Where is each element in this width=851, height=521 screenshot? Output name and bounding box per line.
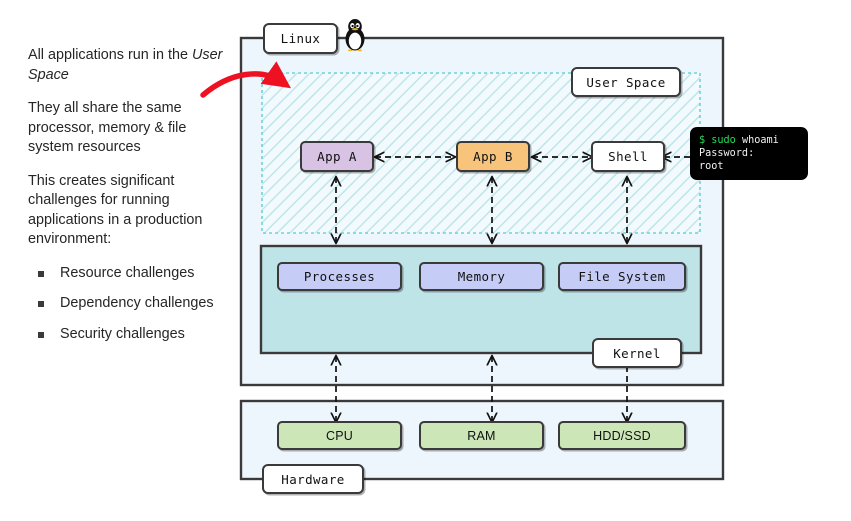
list-item-label: Dependency challenges [60,295,214,311]
label-hardware-text: Hardware [281,471,345,487]
node-ram-label: RAM [467,428,496,443]
label-hardware: Hardware [262,464,364,494]
square-bullet-icon [38,301,44,307]
tux-penguin-icon [345,19,365,52]
paragraph-shared-resources: They all share the same processor, memor… [28,100,187,155]
paragraph-1-prefix: All applications run in the [28,47,192,63]
node-memory[interactable]: Memory [419,262,544,291]
label-kernel: Kernel [592,338,682,368]
label-linux-text: Linux [280,31,321,46]
label-user-space: User Space [571,67,681,97]
node-file-system[interactable]: File System [558,262,686,291]
terminal-line-output: root [699,161,724,172]
node-file-system-label: File System [578,269,666,284]
node-app-b-label: App B [473,149,513,164]
terminal-line-password: Password: [699,148,755,159]
node-shell-label: Shell [608,149,648,164]
label-user-space-text: User Space [586,74,666,90]
node-hdd-ssd[interactable]: HDD/SSD [558,421,686,450]
node-processes[interactable]: Processes [277,262,402,291]
terminal-line-command: $ sudo whoami [699,134,799,147]
list-item: Resource challenges [28,264,224,284]
node-memory-label: Memory [457,269,506,284]
node-ram[interactable]: RAM [419,421,544,450]
square-bullet-icon [38,270,44,277]
node-app-b[interactable]: App B [456,141,530,172]
square-bullet-icon [38,331,44,338]
paragraph-1-emphasis: User Space [28,47,223,83]
list-item-label: Resource challenges [60,264,195,281]
node-cpu-label: CPU [326,428,353,443]
node-app-a-label: App A [317,149,357,164]
node-processes-label: Processes [303,269,376,284]
node-hdd-ssd-label: HDD/SSD [593,428,651,443]
list-item: Security challenges [28,325,224,345]
list-item-label: Security challenges [60,325,185,342]
red-curved-arrow-icon [200,61,292,98]
paragraph-user-space: All applications run in the User Space [28,46,224,85]
node-shell[interactable]: Shell [591,141,665,172]
terminal-sudo-keyword: sudo [711,135,736,146]
node-cpu[interactable]: CPU [277,421,402,450]
terminal-window[interactable]: $ sudo whoami Password: root [690,127,808,180]
paragraph-challenges-intro: This creates significant challenges for … [28,172,203,248]
label-linux: Linux [263,23,338,54]
explanation-panel: All applications run in the User Space T… [28,46,224,355]
node-app-a[interactable]: App A [300,141,374,172]
list-item: Dependency challenges [28,294,224,314]
challenges-list: Resource challenges Dependency challenge… [28,264,224,345]
label-kernel-text: Kernel [613,345,661,361]
terminal-command-arg: whoami [741,135,779,146]
terminal-prompt-symbol: $ [699,135,706,146]
